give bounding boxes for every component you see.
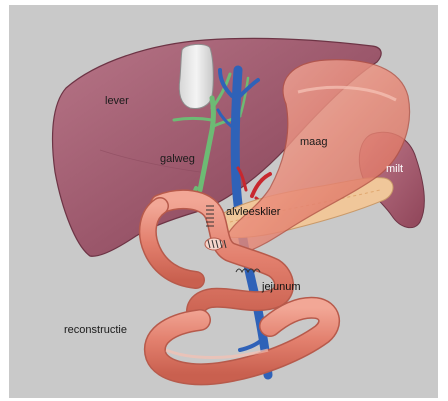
label-liver: lever bbox=[105, 95, 129, 107]
label-spleen: milt bbox=[386, 163, 403, 175]
label-stomach: maag bbox=[300, 136, 328, 148]
label-jejunum: jejunum bbox=[261, 281, 301, 293]
label-pancreas: alvleesklier bbox=[226, 206, 281, 218]
label-reconstruction: reconstructie bbox=[64, 324, 127, 336]
label-bile-duct: galweg bbox=[160, 153, 195, 165]
gallbladder bbox=[179, 44, 213, 108]
